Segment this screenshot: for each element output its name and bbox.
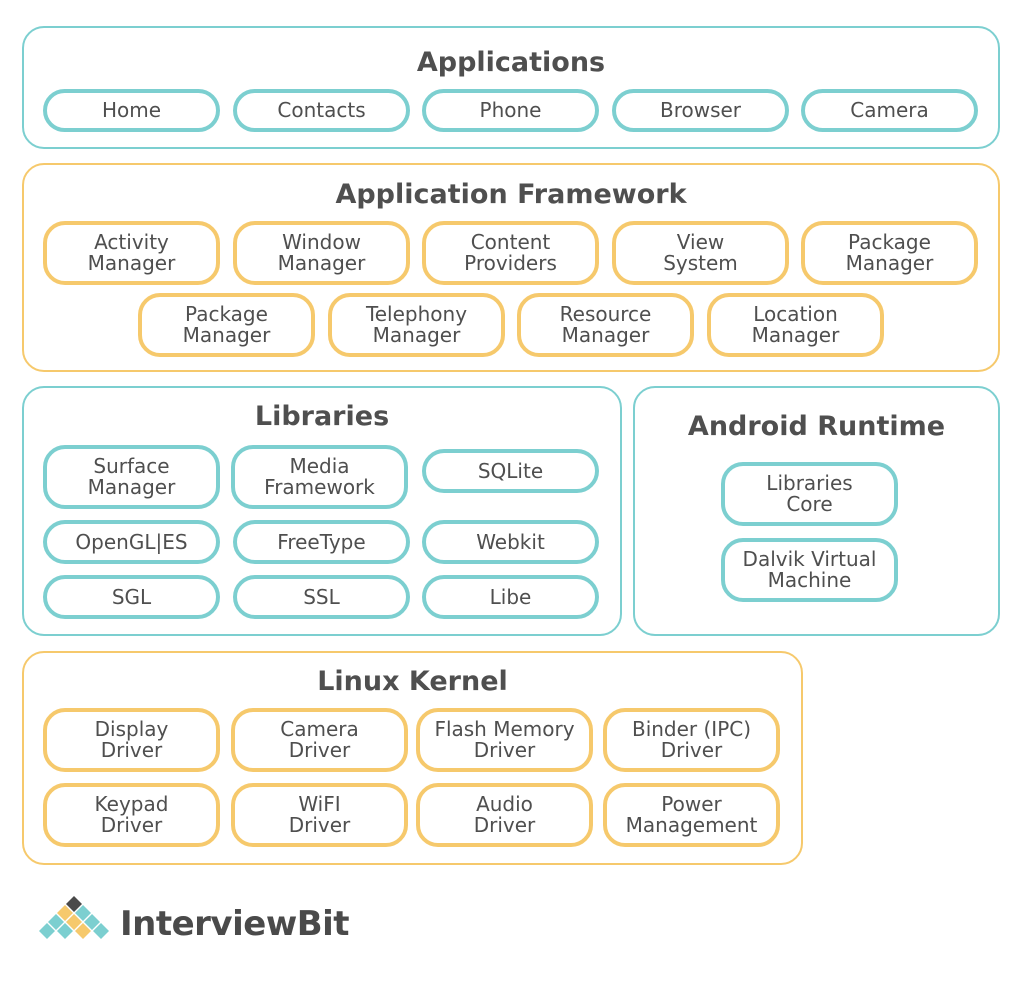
framework-activity-manager: Activity Manager: [43, 221, 220, 285]
framework-view-system: View System: [612, 221, 789, 285]
lib-freetype: FreeType: [233, 520, 410, 564]
lib-surface-manager: Surface Manager: [43, 445, 220, 509]
framework-resource-manager: Resource Manager: [517, 293, 694, 357]
lib-libe: Libe: [422, 575, 599, 619]
logo-brand-text: InterviewBit: [120, 904, 350, 944]
framework-package-manager: Package Manager: [801, 221, 978, 285]
kernel-wifi-driver: WiFI Driver: [231, 783, 408, 847]
framework-location-manager: Location Manager: [707, 293, 884, 357]
framework-package-manager-2: Package Manager: [138, 293, 315, 357]
framework-telephony-manager: Telephony Manager: [328, 293, 505, 357]
app-contacts: Contacts: [233, 89, 410, 132]
lib-media-framework: Media Framework: [231, 445, 408, 509]
app-home: Home: [43, 89, 220, 132]
lib-sgl: SGL: [43, 575, 220, 619]
lib-opengl-es: OpenGL|ES: [43, 520, 220, 564]
runtime-dalvik-vm: Dalvik Virtual Machine: [721, 538, 898, 602]
lib-ssl: SSL: [233, 575, 410, 619]
framework-title: Application Framework: [335, 179, 687, 210]
framework-window-manager: Window Manager: [233, 221, 410, 285]
kernel-flash-memory-driver: Flash Memory Driver: [416, 708, 593, 772]
applications-title: Applications: [416, 47, 606, 78]
interviewbit-logo-icon: [39, 896, 109, 939]
lib-sqlite: SQLite: [422, 449, 599, 493]
kernel-display-driver: Display Driver: [43, 708, 220, 772]
kernel-audio-driver: Audio Driver: [416, 783, 593, 847]
kernel-title: Linux Kernel: [317, 666, 508, 697]
app-camera: Camera: [801, 89, 978, 132]
kernel-binder-ipc-driver: Binder (IPC) Driver: [603, 708, 780, 772]
logo-diamond-grid: [39, 896, 109, 939]
app-phone: Phone: [422, 89, 599, 132]
libraries-title: Libraries: [254, 401, 390, 432]
kernel-keypad-driver: Keypad Driver: [43, 783, 220, 847]
kernel-power-management: Power Management: [603, 783, 780, 847]
kernel-camera-driver: Camera Driver: [231, 708, 408, 772]
runtime-libraries-core: Libraries Core: [721, 462, 898, 526]
framework-content-providers: Content Providers: [422, 221, 599, 285]
runtime-title: Android Runtime: [687, 411, 946, 442]
app-browser: Browser: [612, 89, 789, 132]
lib-webkit: Webkit: [422, 520, 599, 564]
